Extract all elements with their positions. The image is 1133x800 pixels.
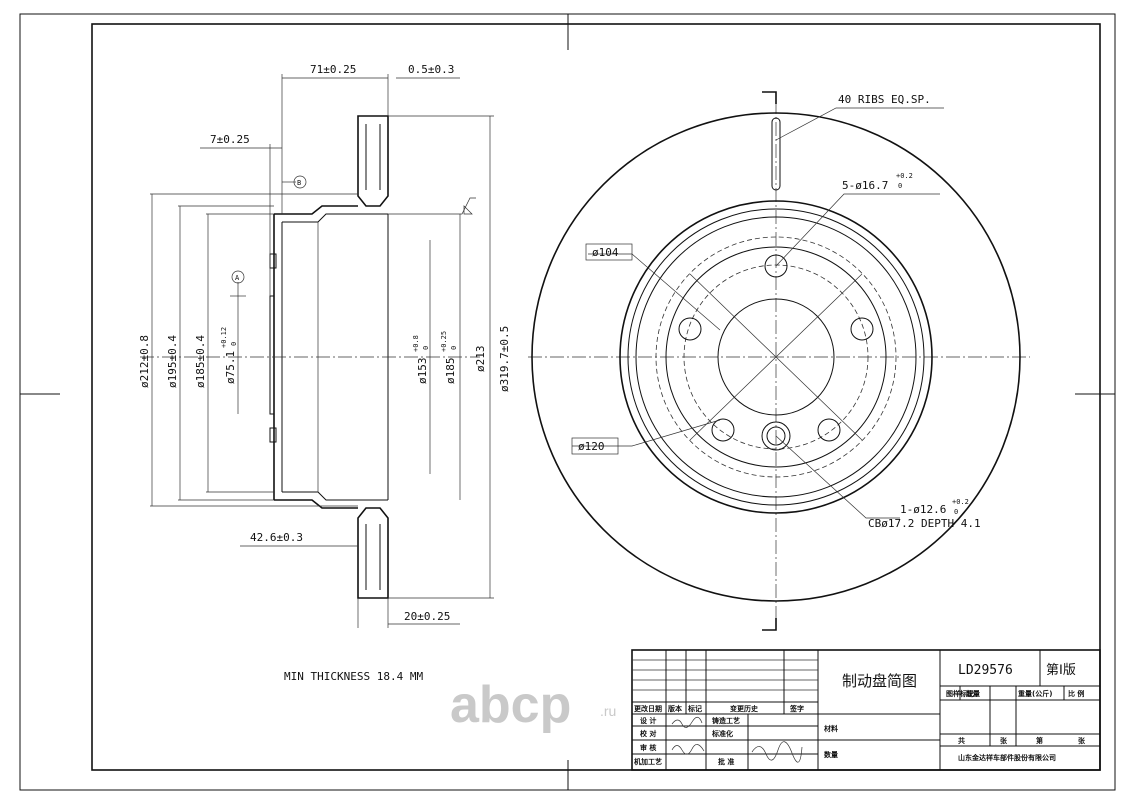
role-machining: 机加工艺 [634,757,662,766]
pin-hole-tol-lower: 0 [954,508,958,516]
role-review: 审 核 [640,743,656,752]
header-col-2: 数量 [966,689,980,698]
pcd-104-label: ø104 [592,246,619,259]
signature-review [671,744,705,755]
signature-design [671,716,703,728]
dim-d3197: ø319.7±0.5 [498,326,511,392]
change-col-1: 更改日期 [634,704,662,713]
bolt-holes-label: 5-ø16.7 [842,179,888,192]
dim-d751: ø75.1 [224,351,237,384]
header-col-1: 图样标记 [946,689,974,698]
bolt-holes-tol-upper: +0.2 [896,172,913,180]
section-view [140,74,494,628]
dim-d185b-tol-upper: +0.25 [440,331,448,352]
watermark: abcp .ru [450,676,616,734]
face-labels: 40 RIBS EQ.SP. 5-ø16.7 +0.2 0 ø104 ø120 … [578,93,981,530]
dim-flange-offset: 71±0.25 [310,63,356,76]
header-col-4: 比 例 [1068,689,1084,698]
material-label: 材料 [823,724,838,733]
dim-hat-wall: 7±0.25 [210,133,250,146]
watermark-logo: abcp [450,676,571,734]
dim-d751-tol-upper: +0.12 [220,327,228,348]
title-block-text: 制动盘简图 LD29576 第Ⅰ版 图样标记 数量 重量(公斤) 比 例 共 张… [634,663,1086,766]
role-casting: 铸造工艺 [712,716,740,725]
role-standard: 标准化 [711,729,733,738]
dim-d213: ø213 [474,346,487,373]
dim-d751-tol-lower: 0 [230,342,238,346]
bolt-holes-tol-lower: 0 [898,182,902,190]
change-col-5: 签字 [789,704,804,713]
company-name: 山东金达祥车部件股份有限公司 [958,753,1056,762]
edition: 第Ⅰ版 [1046,663,1076,678]
dim-d185: ø185±0.4 [194,335,207,388]
header-col-3: 重量(公斤) [1018,689,1052,698]
dim-hub-depth: 42.6±0.3 [250,531,303,544]
sheets-total: 共 [958,736,965,745]
title-block [631,649,1101,771]
watermark-suffix: .ru [600,703,616,719]
face-view [528,91,1030,631]
dim-d153-tol-lower: 0 [422,346,430,350]
role-design: 设 计 [640,716,656,725]
dim-d185b-tol-lower: 0 [450,346,458,350]
dim-d212: ø212±0.8 [138,335,151,388]
role-approve: 批 准 [718,757,734,766]
dim-d195: ø195±0.4 [166,335,179,388]
signature-approve [751,741,803,763]
weight-label: 数量 [824,750,838,759]
role-check: 校 对 [640,729,656,738]
drawing-name: 制动盘简图 [842,672,917,690]
change-col-2: 版本 [668,704,682,713]
ribs-note: 40 RIBS EQ.SP. [838,93,931,106]
counterbore-label: CBø17.2 DEPTH 4.1 [868,517,981,530]
dim-d153: ø153 [416,358,429,385]
dim-d185b: ø185 [444,358,457,385]
dim-d153-tol-upper: +0.8 [412,335,420,352]
pcd-120-label: ø120 [578,440,605,453]
change-col-3: 标记 [687,704,702,713]
change-col-4: 变更历史 [730,704,759,713]
datum-a-label: A [235,274,240,282]
sheets-total-unit: 张 [1000,736,1008,745]
dim-disc-thickness: 20±0.25 [404,610,450,623]
dim-hat-step: 0.5±0.3 [408,63,454,76]
sheet-no: 第 [1036,736,1043,745]
datum-b-label: B [297,179,301,187]
pin-hole-label: 1-ø12.6 [900,503,946,516]
section-dimension-labels: 71±0.25 0.5±0.3 7±0.25 B A ø212±0.8 ø195… [138,63,511,623]
sheet-no-unit: 张 [1078,736,1086,745]
drawing-frame [19,13,1116,791]
pin-hole-tol-upper: +0.2 [952,498,969,506]
min-thickness-note: MIN THICKNESS 18.4 MM [284,670,423,683]
part-number: LD29576 [958,663,1013,678]
